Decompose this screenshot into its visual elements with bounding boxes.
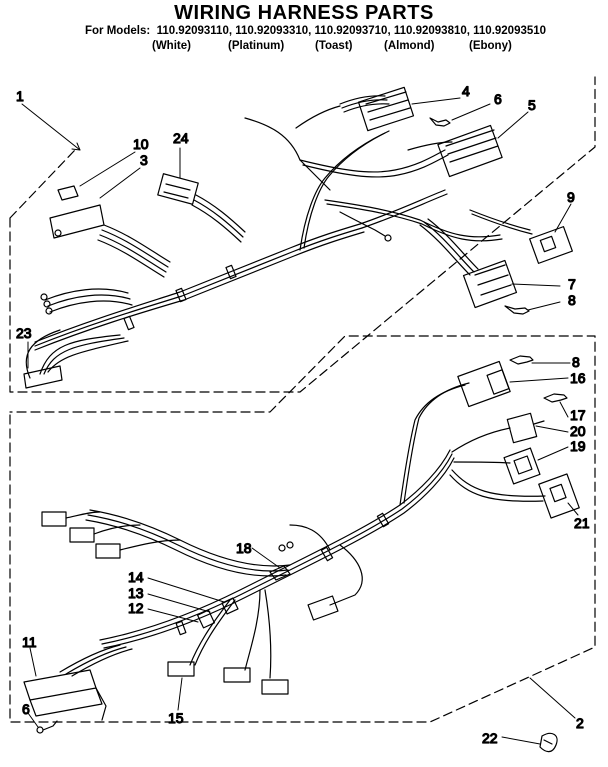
connector-16	[457, 360, 511, 408]
connectors-left-lower	[41, 511, 181, 559]
connector-24	[157, 173, 246, 243]
callout-1: 1	[16, 88, 24, 104]
lower-harness-trunk	[85, 382, 546, 649]
terminal-6	[429, 117, 451, 127]
lower-panel-outline	[9, 335, 596, 723]
lower-leaders	[27, 362, 579, 745]
connector-20	[506, 412, 545, 444]
callout-3: 3	[140, 152, 148, 168]
callout-9: 9	[567, 189, 575, 205]
block-11	[23, 644, 133, 734]
callout-16: 16	[570, 370, 586, 386]
connector-7	[419, 218, 518, 309]
terminal-8-upper	[504, 305, 530, 315]
diagram-title: WIRING HARNESS PARTS	[174, 2, 434, 24]
terminals-left	[40, 288, 133, 315]
color-toast: (Toast)	[315, 40, 353, 52]
plug-9	[469, 209, 573, 264]
callout-6-lower: 6	[22, 701, 30, 717]
models-label: For Models:	[85, 25, 151, 37]
connector-4	[295, 86, 415, 132]
callout-13: 13	[128, 585, 144, 601]
callout-15: 15	[168, 710, 184, 726]
callout-7: 7	[568, 276, 576, 292]
callout-17: 17	[570, 407, 586, 423]
color-white: (White)	[152, 40, 191, 52]
callout-12: 12	[128, 600, 144, 616]
callout-5: 5	[528, 97, 536, 113]
callout-18: 18	[236, 540, 252, 556]
plug-21	[538, 473, 580, 519]
clip-12-13-14	[197, 597, 239, 629]
block-3	[49, 204, 171, 278]
callout-20: 20	[570, 423, 586, 439]
clip-22	[539, 732, 558, 753]
callout-23: 23	[16, 325, 32, 341]
connector-right-lower	[307, 595, 339, 621]
callout-2: 2	[576, 715, 584, 731]
models-list: 110.92093110, 110.92093310, 110.92093710…	[156, 25, 547, 37]
callout-6-upper: 6	[494, 91, 502, 107]
terminal-8-lower	[509, 355, 534, 365]
color-almond: (Almond)	[384, 40, 435, 52]
upper-panel-outline	[9, 76, 596, 393]
callout-19: 19	[570, 438, 586, 454]
callout-8-upper: 8	[568, 292, 576, 308]
callout-4: 4	[462, 83, 470, 99]
models-line: For Models: 110.92093110, 110.92093310, …	[85, 25, 546, 37]
connector-19	[503, 447, 541, 485]
callout-21: 21	[574, 515, 590, 531]
color-platinum: (Platinum)	[228, 40, 285, 52]
upper-harness-trunk	[34, 117, 503, 351]
callout-10: 10	[133, 136, 149, 152]
connector-5	[407, 124, 503, 178]
callout-22: 22	[482, 730, 498, 746]
color-ebony: (Ebony)	[469, 40, 512, 52]
callout-8-lower: 8	[572, 354, 580, 370]
upper-leaders	[21, 97, 572, 369]
clip-10	[57, 185, 79, 201]
callout-24: 24	[173, 130, 189, 146]
lower-bottom-connectors	[167, 589, 289, 695]
callout-11: 11	[22, 634, 37, 650]
terminal-17	[543, 393, 568, 403]
connector-23	[23, 329, 129, 389]
callout-14: 14	[128, 569, 144, 585]
